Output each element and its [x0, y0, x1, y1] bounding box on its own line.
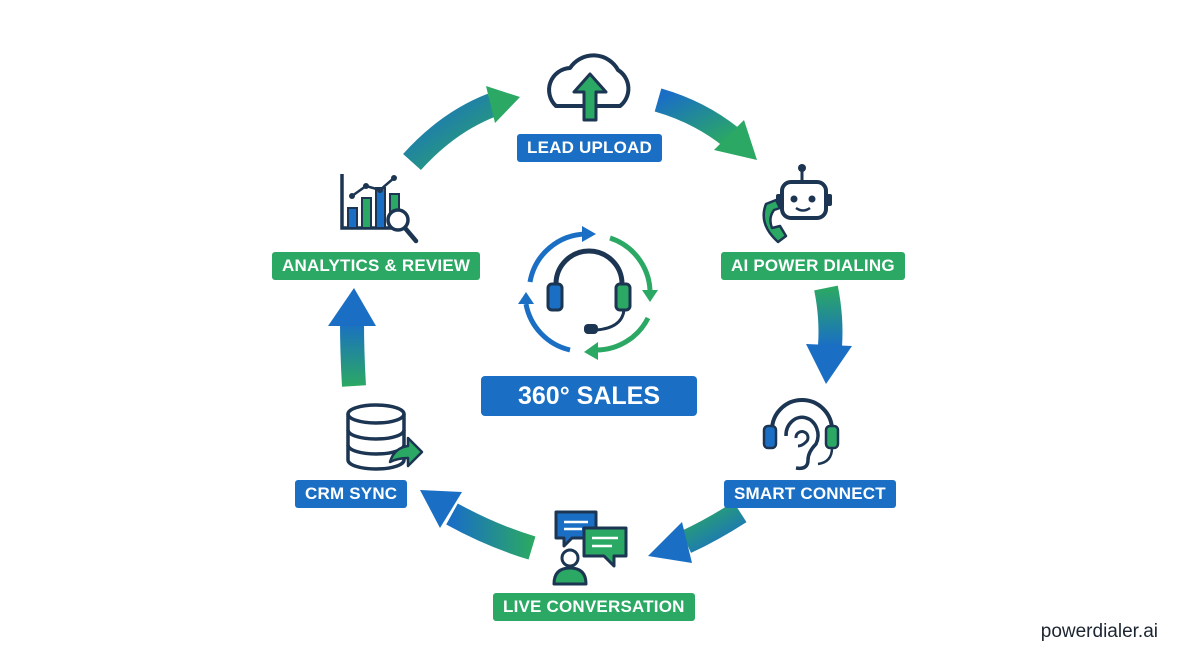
- cloud-upload-icon: [547, 53, 631, 122]
- center-title: 360° SALES FLOW: [481, 376, 697, 450]
- arrow-analytics-to-lead: [403, 86, 520, 171]
- step-label-ai-power-dialing: AI POWER DIALING: [721, 252, 905, 280]
- ear-headset-icon: [762, 398, 840, 471]
- chat-person-icon: [552, 510, 628, 586]
- headset-icon: [546, 248, 632, 334]
- step-label-smart-connect: SMART CONNECT: [724, 480, 896, 508]
- step-label-crm-sync: CRM SYNC: [295, 480, 408, 508]
- step-label-lead-upload: LEAD UPLOAD: [517, 134, 662, 162]
- robot-phone-icon: [762, 164, 832, 244]
- brand-watermark: powerdialer.ai: [1040, 621, 1158, 642]
- arrow-crm-to-analytics: [328, 288, 376, 387]
- analytics-chart-icon: [340, 174, 419, 244]
- arrow-conversation-to-crm: [420, 490, 536, 560]
- center-cycle-icon: [518, 226, 658, 360]
- step-label-live-conversation: LIVE CONVERSATION: [493, 593, 695, 621]
- step-label-analytics-review: ANALYTICS & REVIEW: [272, 252, 481, 280]
- arrow-lead-to-dialing: [654, 88, 757, 160]
- arrow-dialing-to-connect: [806, 285, 852, 384]
- database-sync-icon: [346, 403, 424, 471]
- arrow-connect-to-conversation: [648, 501, 747, 563]
